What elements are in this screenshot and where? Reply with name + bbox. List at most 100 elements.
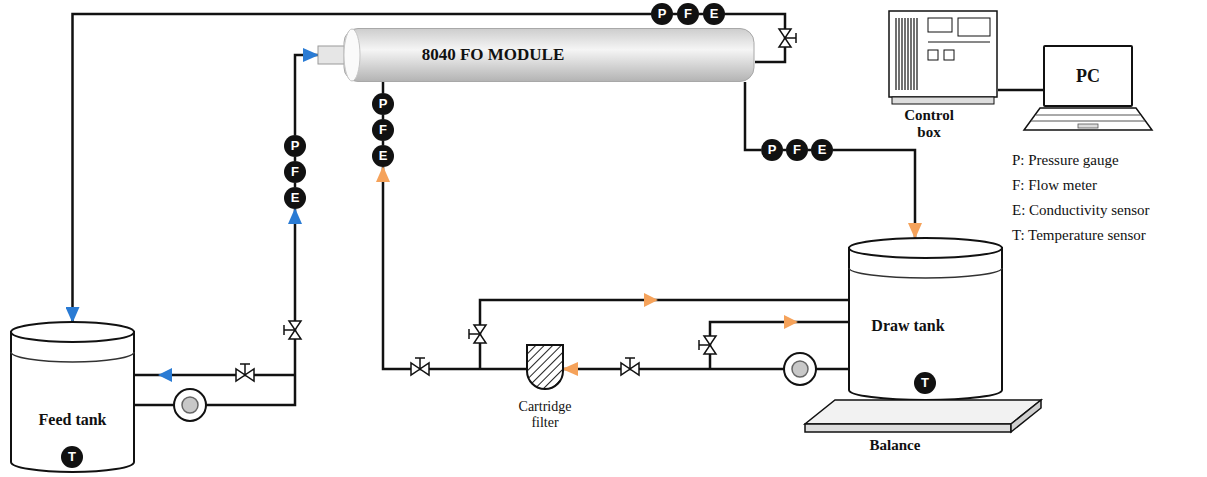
legend-note: T: Temperature sensor — [1012, 225, 1146, 245]
sensor-circle: E — [703, 3, 725, 25]
sensor-letter: P — [372, 93, 394, 115]
signal-cable — [998, 89, 1043, 92]
sensor-circle: F — [786, 139, 808, 161]
cartridge-filter: Cartridge filter — [527, 345, 563, 393]
tank-top — [849, 238, 1002, 258]
control-box: Control box — [888, 10, 998, 105]
sensor-circle: F — [284, 161, 306, 183]
label-slot: E: Conductivity sensor — [1012, 200, 1150, 220]
tank-body — [11, 332, 134, 472]
keyboard-line — [1031, 121, 1145, 122]
laptop-base — [1024, 108, 1152, 130]
vent-line — [898, 18, 899, 90]
sensor-letter: P — [284, 135, 306, 157]
sensor-circle: P — [651, 3, 673, 25]
valve-symbol — [699, 336, 716, 354]
sensor-circle: F — [677, 3, 699, 25]
vent-line — [913, 18, 914, 90]
sensor-circle: T — [61, 446, 83, 468]
sensor-letter: P — [651, 3, 673, 25]
sensor-circle: P — [761, 139, 783, 161]
module-body — [344, 29, 754, 82]
vent-line — [895, 18, 896, 90]
tank-top — [11, 322, 134, 342]
pipe-connector — [383, 167, 527, 369]
sensor-circle: P — [284, 135, 306, 157]
module-name: 8040 FO MODULE — [368, 28, 618, 82]
water-line — [11, 352, 134, 362]
pump-symbol — [174, 389, 206, 421]
pc-name: PC — [1045, 47, 1131, 105]
sensor-letter: F — [372, 119, 394, 141]
panel-display — [958, 18, 990, 36]
valve-symbol — [284, 321, 301, 339]
tank-name: Draw tank — [853, 316, 963, 336]
balance-name: Balance — [845, 436, 945, 454]
bypass-pipe — [710, 322, 848, 369]
control-box-outline — [888, 10, 998, 105]
fo-module: 8040 FO MODULE — [318, 28, 755, 82]
vent-line — [901, 18, 902, 90]
sensor-circle: E — [811, 139, 833, 161]
cabinet-base — [892, 97, 994, 104]
pipe-connector — [135, 209, 295, 405]
balance-platform: Balance — [803, 396, 1043, 438]
valve-symbol — [621, 358, 639, 375]
sensor-letter: E — [811, 139, 833, 161]
sensor-letter: E — [703, 3, 725, 25]
filter-name: Cartridge filter — [510, 399, 580, 431]
panel-line — [928, 42, 990, 43]
pc-screen: PC — [1043, 45, 1133, 107]
label-slot: T: Temperature sensor — [1012, 225, 1146, 245]
sensor-circle: F — [372, 119, 394, 141]
module-end-cap — [344, 29, 360, 81]
vent-line — [907, 18, 908, 90]
touchpad — [1078, 124, 1098, 128]
legend-note: F: Flow meter — [1012, 175, 1097, 195]
sensor-letter: T — [914, 372, 936, 394]
sensor-letter: P — [761, 139, 783, 161]
label-slot: F: Flow meter — [1012, 175, 1097, 195]
sensor-circle: P — [372, 93, 394, 115]
flow-arrow — [784, 315, 798, 329]
filter-body — [527, 345, 563, 389]
sensor-letter: F — [786, 139, 808, 161]
sensor-letter: F — [677, 3, 699, 25]
valve-symbol — [469, 325, 486, 343]
sensor-circle: E — [284, 187, 306, 209]
draw-tank: T Draw tank — [848, 238, 1003, 400]
valve-symbol — [779, 29, 796, 47]
tank-name: Feed tank — [10, 410, 135, 430]
water-line — [849, 268, 1002, 278]
vent-line — [916, 18, 917, 90]
feed-tank: T Feed tank — [10, 322, 135, 472]
valve-symbol — [236, 364, 254, 381]
sensor-circle: T — [914, 372, 936, 394]
vent-line — [910, 18, 911, 90]
cabinet-front — [889, 11, 997, 97]
vent-line — [904, 18, 905, 90]
cartridge-filter-outline — [527, 345, 563, 393]
pipe-connector — [833, 150, 915, 238]
sensor-letter: E — [284, 187, 306, 209]
balance-top — [805, 400, 1041, 424]
sensor-letter: F — [284, 161, 306, 183]
pipe-connector — [295, 55, 318, 135]
balance-side — [1011, 400, 1041, 432]
control-box-name: Control box — [893, 107, 965, 141]
sensor-circle: E — [372, 145, 394, 167]
legend-note: P: Pressure gauge — [1012, 150, 1119, 170]
sensor-letter: E — [372, 145, 394, 167]
balance-platform-outline — [803, 396, 1043, 438]
pipe-connector — [745, 82, 761, 150]
panel-button — [928, 50, 938, 60]
label-slot: P: Pressure gauge — [1012, 150, 1119, 170]
keyboard-line — [1036, 115, 1140, 116]
sensor-letter: T — [61, 446, 83, 468]
pump-symbol — [784, 353, 816, 385]
panel-button — [944, 50, 954, 60]
flow-arrow — [158, 368, 172, 382]
legend-note: E: Conductivity sensor — [1012, 200, 1150, 220]
valve-symbol — [411, 358, 429, 375]
